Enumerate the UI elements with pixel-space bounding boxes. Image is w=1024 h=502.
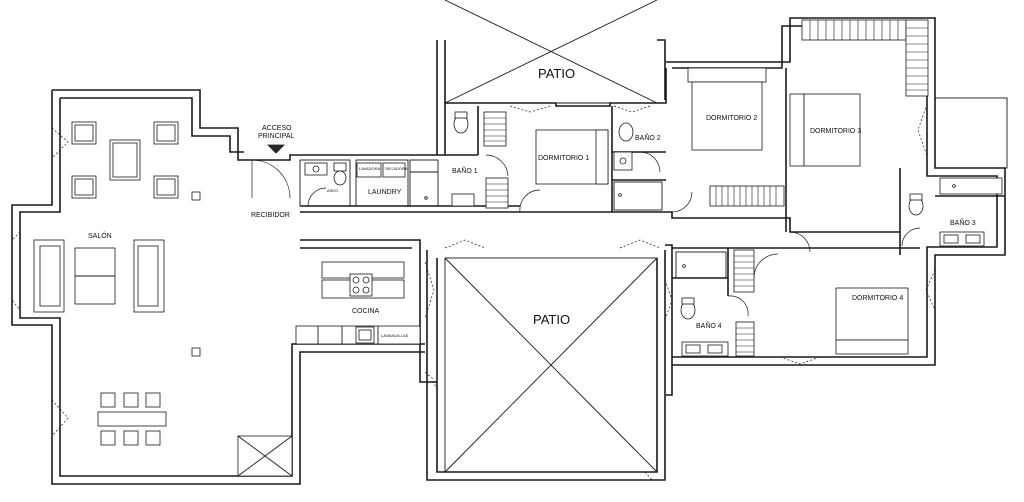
bano4-label: BAÑO 4 [696,321,722,330]
closet-bed2 [715,186,777,206]
acceso-label-1: ACCESO [262,125,292,132]
patio-center: PATIO [444,257,658,473]
bath1-bed1-bath2: BAÑO 1 DORMITORIO 1 BAÑO 2 [445,105,666,213]
recibidor-label: RECIBIDOR [251,212,290,219]
bedroom3: DORMITORIO 3 [789,19,929,253]
patio-top: PATIO [444,0,658,104]
entrance-arrow-icon [267,144,285,154]
aseo-label: ASEO [327,188,338,193]
laundry-label: LAUNDRY [368,189,402,196]
dormitorio2-label: DORMITORIO 2 [706,115,757,122]
dormitorio3-label: DORMITORIO 3 [810,128,861,135]
bedroom2: DORMITORIO 2 [671,67,787,232]
bano3-label: BAÑO 3 [950,218,976,227]
closet-bath4a [734,255,754,287]
secadora-label: SECADORA [385,166,408,171]
patio-center-label: PATIO [533,312,570,327]
lavavajillas-label: LAVAVAJILLAS [381,333,409,338]
bano2-label: BAÑO 2 [635,133,661,142]
bath3: BAÑO 3 [901,177,1005,247]
acceso-label-2: PRINCIPAL [258,133,295,140]
bano1-label: BAÑO 1 [452,166,478,175]
salon-label: SALÓN [88,231,112,240]
cocina-label: COCINA [352,308,380,315]
dormitorio4-label: DORMITORIO 4 [852,295,903,302]
closet-bath1 [484,117,506,142]
dormitorio1-label: DORMITORIO 1 [538,155,589,162]
closet-bed3 [809,20,928,91]
bedroom4: DORMITORIO 4 [779,269,936,365]
aseo-laundry: ASEO LAVADORA SECADORA LAUNDRY [299,159,439,207]
closet-bed1 [486,183,508,203]
openings [424,239,661,481]
salon: SALÓN [11,121,293,477]
kitchen: COCINA LAVAVAJILLAS [295,261,435,345]
bath4: BAÑO 4 [664,248,779,357]
lavadora-label: LAVADORA [359,166,381,171]
patio-top-label: PATIO [538,66,575,81]
closet-bath4b [736,327,754,353]
access: ACCESO PRINCIPAL RECIBIDOR [251,125,295,219]
